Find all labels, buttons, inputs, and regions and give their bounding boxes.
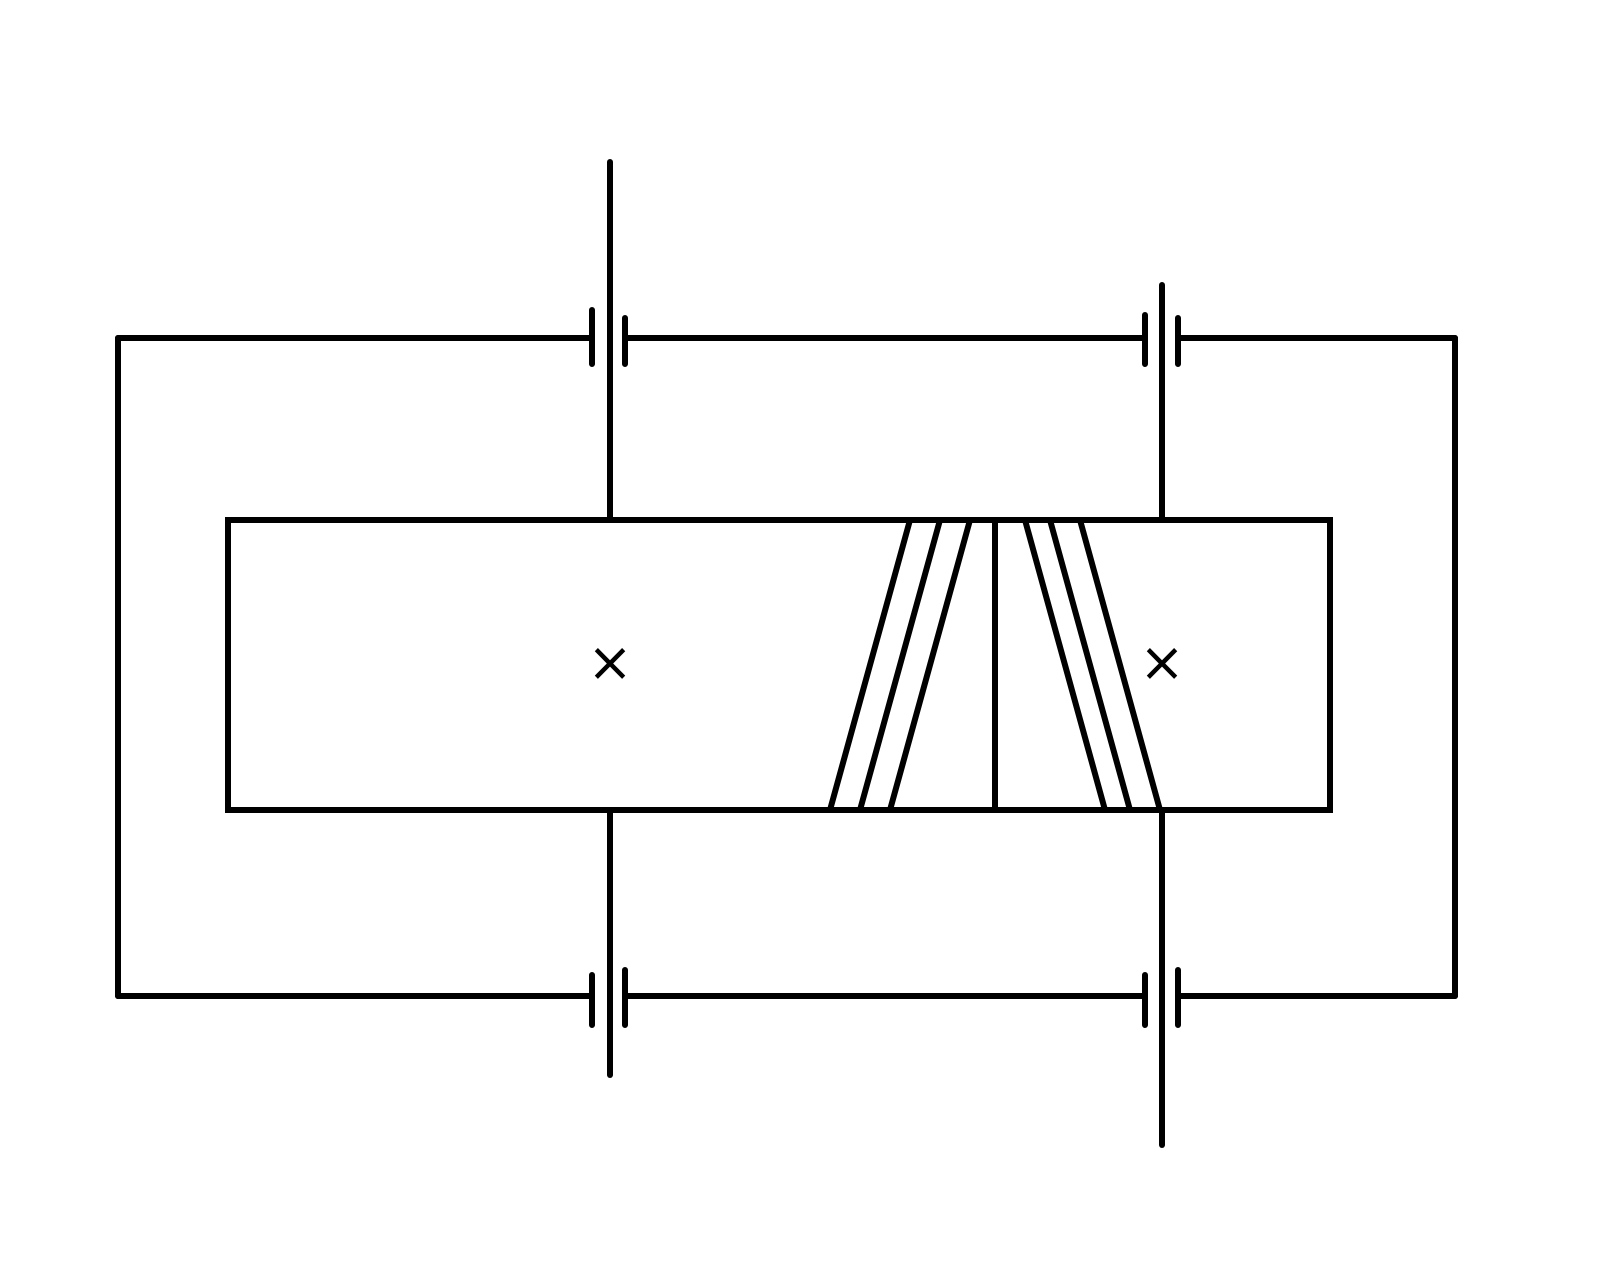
battery-bottom-left [589,967,628,1028]
cross-markers: × × [587,631,1184,694]
coil-wire-left-2 [857,517,943,813]
coil-wire-left-1 [827,517,913,813]
circuit-wires [115,159,1458,1148]
battery-top-left [589,307,628,367]
battery-cells [589,307,1181,1028]
coil-wire-right-2 [1047,517,1133,813]
coil-windings [827,517,1163,813]
slab-outline [225,517,1333,813]
coil-wire-right-3 [1077,517,1163,813]
cross-marker-left: × [587,631,632,694]
coil-wire-left-3 [887,517,973,813]
coil-wire-right-1 [1022,517,1108,813]
battery-bottom-right [1142,967,1181,1028]
central-slab [225,517,1333,813]
cross-marker-right: × [1139,631,1184,694]
battery-top-right [1142,312,1181,367]
